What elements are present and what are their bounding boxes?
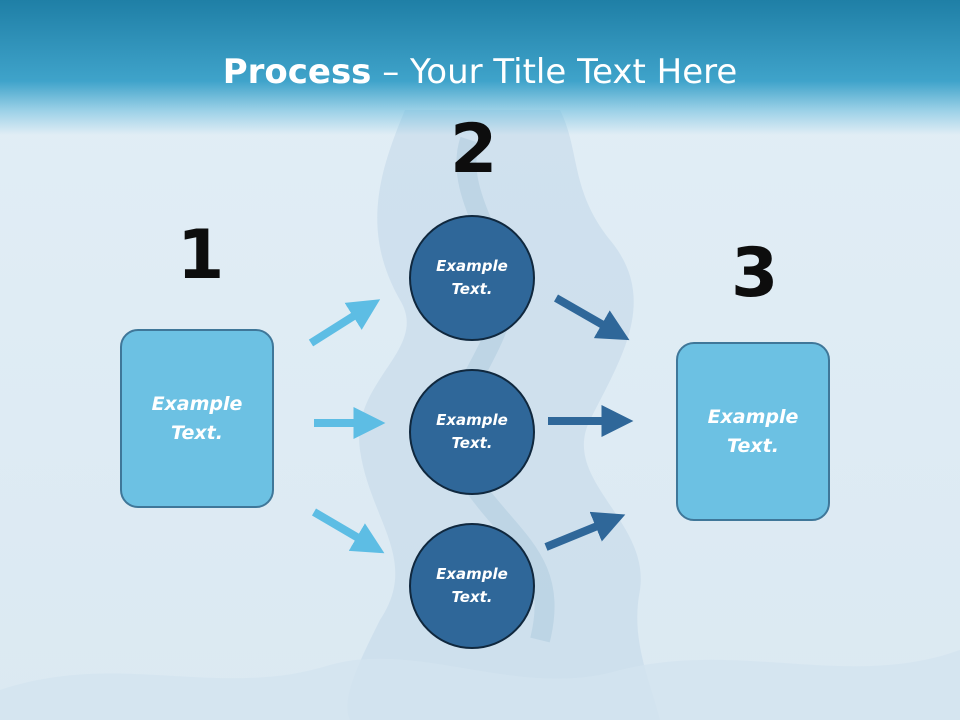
step-1-box[interactable]: Example Text. (120, 329, 274, 508)
node-bottom-label: Example Text. (436, 565, 508, 606)
arrow-top-to-3 (554, 294, 630, 341)
arrow-1-to-bottom (311, 508, 385, 554)
node-top-circle[interactable]: Example Text. (409, 215, 535, 341)
node-top-label: Example Text. (436, 257, 508, 298)
node-middle-label: Example Text. (436, 411, 508, 452)
step-number-1: 1 (177, 216, 225, 295)
title-bar (0, 0, 960, 135)
step-3-box[interactable]: Example Text. (676, 342, 830, 521)
title-bold: Process (222, 52, 372, 92)
arrow-bottom-to-3 (544, 511, 626, 551)
step-number-2: 2 (450, 110, 498, 189)
arrow-1-to-top (308, 299, 381, 347)
step-3-label: Example Text. (707, 405, 799, 457)
step-number-3: 3 (731, 234, 779, 313)
title-rest: – Your Title Text Here (371, 52, 738, 92)
node-bottom-circle[interactable]: Example Text. (409, 523, 535, 649)
node-middle-circle[interactable]: Example Text. (409, 369, 535, 495)
slide-title: Process – Your Title Text Here (0, 52, 960, 92)
step-1-label: Example Text. (151, 392, 243, 444)
